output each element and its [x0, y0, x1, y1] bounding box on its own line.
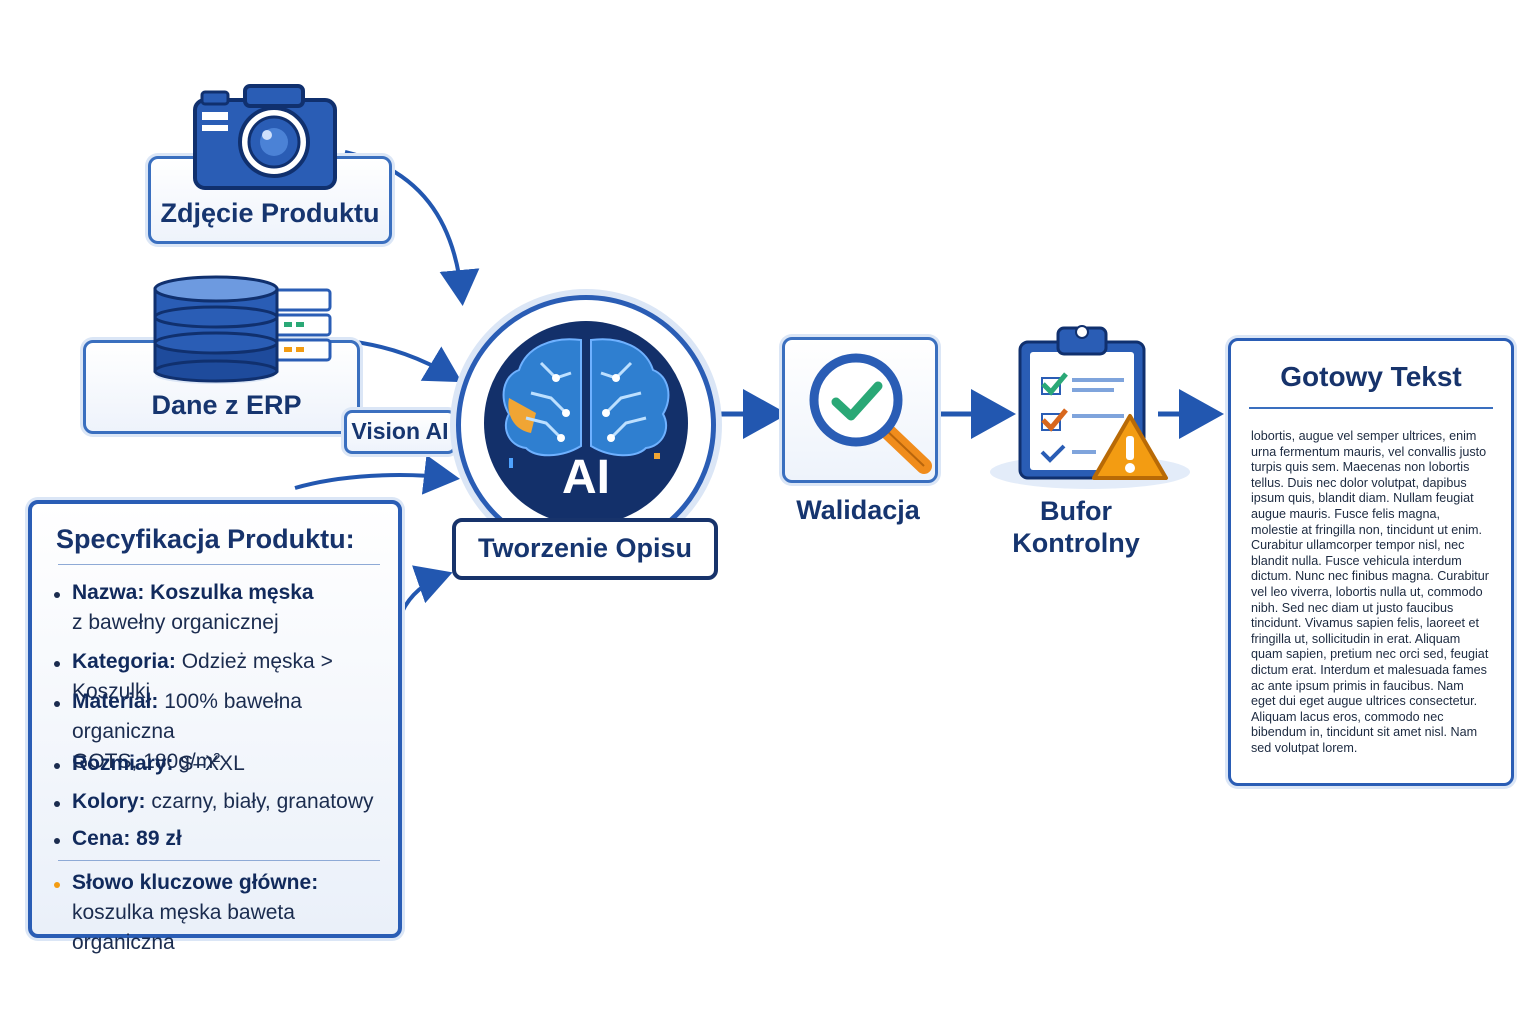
- spec-keyword: Słowo kluczowe główne: koszulka męska ba…: [72, 871, 319, 954]
- keyword-bullet: [54, 882, 60, 888]
- spec-divider-bottom: [58, 860, 380, 861]
- spec-item-colors: Kolory: czarny, biały, granatowy: [72, 790, 374, 813]
- erp-label: Dane z ERP: [151, 390, 302, 420]
- output-title: Gotowy Tekst: [1280, 361, 1462, 392]
- spec-item-category: Kategoria: Odzież męska > Koszulki: [72, 650, 333, 703]
- ai-badge: AI: [562, 451, 610, 504]
- spec-title: Specyfikacja Produktu:: [56, 524, 355, 554]
- bullet: [54, 701, 60, 707]
- create-description-node: [452, 518, 718, 580]
- bullet: [54, 661, 60, 667]
- photo-label: Zdjęcie Produktu: [160, 198, 380, 228]
- magnifier-check-icon: [806, 350, 934, 475]
- output-text: lobortis, augue vel semper ultrices, eni…: [1251, 429, 1489, 755]
- vision-ai-label: Vision AI: [351, 418, 449, 444]
- bullet: [54, 838, 60, 844]
- create-description-label: Tworzenie Opisu: [477, 533, 693, 563]
- vision-ai-tag: [344, 410, 456, 454]
- brain-icon: [481, 318, 691, 528]
- database-icon: [150, 275, 335, 385]
- spec-item-name: Nazwa: Koszulka męska z bawełny organicz…: [72, 581, 314, 634]
- bullet: [54, 763, 60, 769]
- camera-icon: [190, 80, 340, 192]
- warning-icon: [1090, 412, 1170, 482]
- bullet: [54, 801, 60, 807]
- output-divider: [1249, 407, 1493, 409]
- buffer-label-line2: Kontrolny: [1012, 528, 1140, 558]
- arrow-vision-to-ai: [294, 454, 460, 495]
- spec-panel: Specyfikacja Produktu: Nazwa: Koszulka m…: [28, 500, 402, 954]
- output-panel: Gotowy Tekst lobortis, augue vel semper …: [1228, 338, 1514, 786]
- buffer-label-line1: Bufor: [1040, 496, 1112, 526]
- validation-label: Walidacja: [796, 495, 920, 525]
- spec-item-sizes: Rozmiary: S–XXL: [72, 752, 245, 775]
- spec-divider-top: [58, 564, 380, 565]
- bullet: [54, 592, 60, 598]
- spec-item-material: Materiał: 100% bawełna organiczna GOTS, …: [72, 690, 302, 773]
- spec-item-price: Cena: 89 zł: [72, 827, 182, 850]
- arrow-spec-to-ai: [400, 565, 453, 613]
